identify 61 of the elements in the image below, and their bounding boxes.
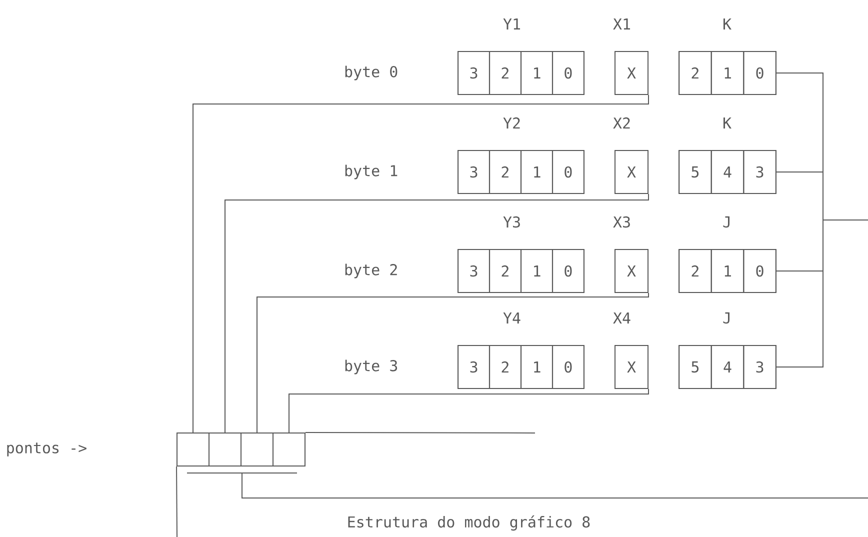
bit-cell: 1 — [710, 51, 744, 95]
bit-cell: 3 — [743, 150, 776, 194]
register-label: J — [723, 312, 730, 324]
row-label: pontos -> — [7, 442, 86, 456]
register-box: X — [614, 249, 648, 293]
bit-cell: 4 — [710, 150, 744, 194]
bit-cell: 1 — [520, 150, 554, 194]
bit-cell: 4 — [710, 345, 744, 389]
connector-line — [256, 292, 649, 433]
bit-cell: 5 — [678, 150, 712, 194]
row-label: byte 2 — [345, 264, 397, 278]
bit-cell: 0 — [743, 51, 776, 95]
bit-cell: 2 — [488, 150, 522, 194]
connector-line — [192, 94, 649, 433]
bit-cell: 1 — [710, 249, 744, 293]
connector-line — [305, 432, 536, 434]
bit-cell: 0 — [552, 249, 584, 293]
bit-cell: 3 — [458, 249, 490, 293]
bit-cell: 0 — [743, 249, 776, 293]
register-box: X — [614, 150, 648, 194]
connector-line — [176, 466, 178, 537]
bit-cell: 3 — [458, 345, 490, 389]
row-label: byte 0 — [345, 66, 398, 80]
pixel-cell — [240, 432, 274, 466]
register-label: X2 — [613, 117, 630, 129]
caption: Estrutura do modo gráfico 8 — [348, 515, 590, 531]
register-box: X — [614, 345, 648, 389]
bit-cell: 2 — [488, 345, 522, 389]
bit-cell: 2 — [488, 249, 522, 293]
register-label: Y1 — [503, 18, 520, 30]
row-label: byte 1 — [345, 164, 398, 180]
register-label: Y2 — [503, 117, 520, 129]
register-box: X — [614, 51, 648, 95]
bit-cell: 5 — [678, 345, 712, 389]
connector-line — [224, 194, 649, 433]
connector-line — [288, 388, 649, 433]
register-label: K — [724, 118, 732, 128]
bit-cell: 2 — [678, 249, 712, 293]
pixel-cell — [208, 432, 242, 466]
bit-cell: 0 — [552, 51, 584, 95]
bit-cell: 3 — [458, 150, 490, 194]
bit-cell: 1 — [520, 345, 554, 389]
bit-cell: 0 — [552, 150, 584, 194]
pixel-cell — [176, 432, 210, 466]
bit-cell: 1 — [520, 249, 554, 293]
register-label: Y3 — [503, 216, 520, 228]
register-label: K — [724, 18, 732, 30]
pixel-cell — [272, 432, 306, 466]
register-label: Y4 — [503, 312, 520, 324]
register-label: X3 — [613, 216, 630, 228]
bit-cell: 0 — [552, 345, 584, 389]
row-label: byte 3 — [345, 360, 398, 374]
register-label: J — [723, 216, 730, 228]
bit-cell: 3 — [458, 51, 490, 95]
bracket-connector — [776, 220, 868, 368]
bit-cell: 1 — [520, 51, 554, 95]
bit-cell: 3 — [743, 345, 776, 389]
register-label: X1 — [613, 18, 630, 30]
bit-cell: 2 — [488, 51, 522, 95]
bit-cell: 2 — [678, 51, 712, 95]
register-label: X4 — [613, 312, 630, 324]
